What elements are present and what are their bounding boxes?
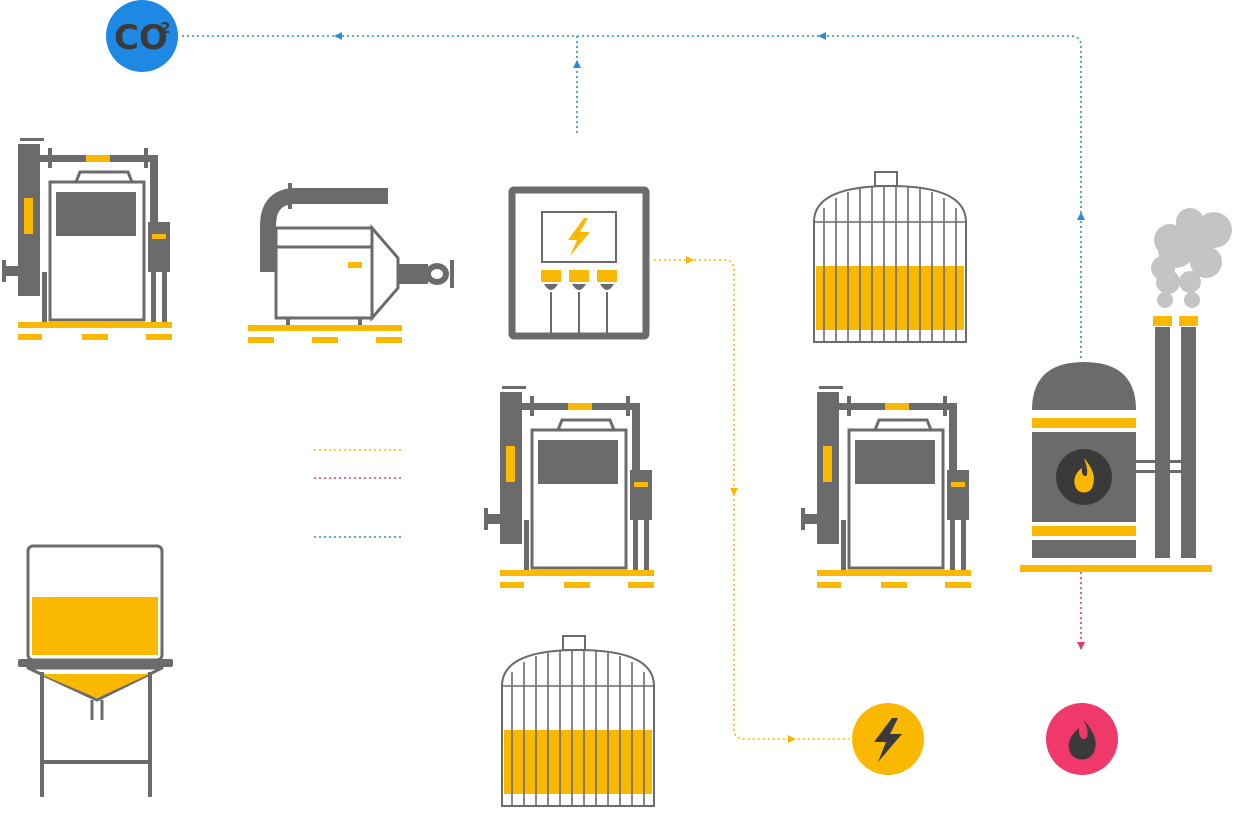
cogeneration-boiler bbox=[1020, 316, 1212, 572]
co2-icon bbox=[106, 0, 178, 72]
extractor-unit bbox=[248, 183, 454, 343]
electrical-cabinet bbox=[508, 186, 650, 340]
boiler-flame-icon bbox=[1074, 458, 1094, 493]
electricity-output bbox=[852, 703, 924, 775]
cabinet-lightning-icon bbox=[568, 218, 590, 256]
feed-hopper bbox=[18, 544, 173, 797]
chimney-smoke bbox=[1151, 208, 1232, 308]
dryer-machine-3 bbox=[799, 384, 973, 590]
heat-output bbox=[1046, 703, 1118, 775]
electricity-flow-line bbox=[654, 259, 850, 740]
co2-subscript: 2 bbox=[160, 19, 170, 37]
co2-flow-arrows bbox=[334, 32, 1085, 220]
lightning-icon bbox=[874, 718, 902, 762]
electricity-flow-arrows bbox=[686, 256, 796, 743]
flame-icon bbox=[1068, 718, 1096, 760]
gas-holder-2 bbox=[501, 635, 655, 807]
co2-label: CO bbox=[114, 18, 168, 58]
dryer-machine-2 bbox=[482, 384, 656, 590]
dryer-machine-1 bbox=[0, 136, 174, 342]
heat-flow-arrow bbox=[1077, 642, 1085, 650]
co2-badge: CO 2 bbox=[106, 0, 178, 72]
co2-flow-lines bbox=[182, 35, 1082, 358]
gas-holder-1 bbox=[813, 171, 967, 343]
